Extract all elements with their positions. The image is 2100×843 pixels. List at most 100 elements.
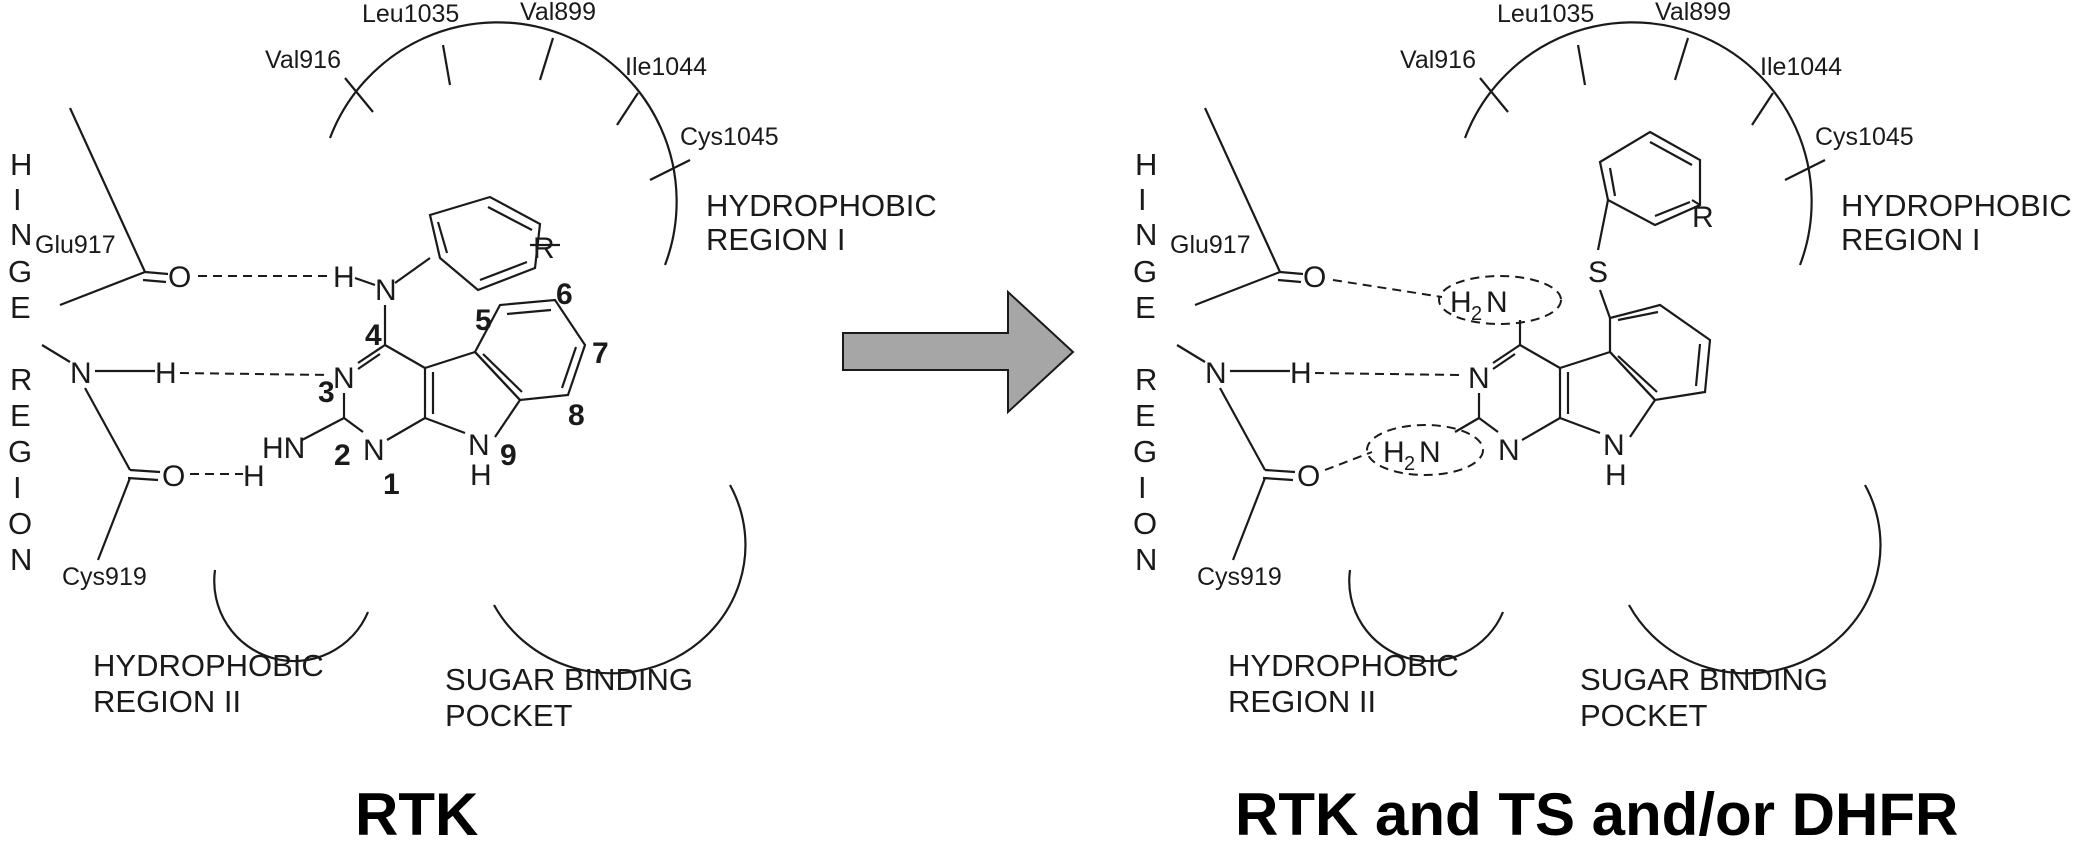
residue-leu1035: Leu1035 bbox=[362, 0, 459, 28]
phenyl-ring bbox=[428, 195, 542, 292]
residue-ile1044: Ile1044 bbox=[1760, 53, 1842, 81]
hinge-letter: N bbox=[1135, 217, 1157, 252]
atom-h: H bbox=[1605, 459, 1627, 492]
residue-cys1045: Cys1045 bbox=[680, 123, 779, 151]
aromatic-bond bbox=[1654, 200, 1691, 218]
residue-val916: Val916 bbox=[1400, 46, 1476, 74]
carbonyl-bond bbox=[129, 468, 161, 474]
position-number: 6 bbox=[556, 278, 573, 311]
left-sugar-pocket-arc bbox=[493, 484, 747, 675]
hydrogen-bond bbox=[1324, 451, 1373, 471]
carbonyl-bond bbox=[1279, 270, 1304, 276]
glu917-backbone bbox=[68, 107, 147, 273]
atom-h: H bbox=[1290, 357, 1312, 390]
aromatic-bond bbox=[560, 346, 578, 389]
atom-n: N bbox=[333, 362, 355, 395]
right-caption: RTK and TS and/or DHFR bbox=[1235, 781, 1958, 843]
ile1044-tick bbox=[1751, 92, 1774, 126]
hinge-letter: G bbox=[8, 254, 32, 289]
right-hydrophobic-region-2-label: REGION II bbox=[1228, 684, 1376, 719]
right-hydrophobic-region-2-label: HYDROPHOBIC bbox=[1228, 648, 1459, 683]
hinge-letter: I bbox=[1138, 470, 1147, 505]
bond bbox=[386, 417, 426, 441]
atom-h: H bbox=[1383, 436, 1405, 469]
s-bond bbox=[1596, 199, 1610, 251]
atom-s: S bbox=[1588, 256, 1608, 289]
left-panel: H I N G E R E G I O N Val916 Leu1035 Val… bbox=[8, 0, 937, 843]
position-number: 1 bbox=[383, 468, 400, 501]
carbonyl-bond bbox=[1277, 278, 1302, 284]
atom-n: N bbox=[1419, 436, 1441, 469]
right-sugar-pocket-label: SUGAR BINDING bbox=[1580, 662, 1828, 697]
residue-cys1045: Cys1045 bbox=[1815, 123, 1914, 151]
right-hydrophobic-region-1-label: HYDROPHOBIC bbox=[1841, 188, 2072, 223]
hydrogen-bond bbox=[1314, 372, 1461, 376]
transition-arrow bbox=[842, 289, 1075, 415]
hinge-letter: H bbox=[1135, 147, 1157, 182]
nh2-highlight-ellipse bbox=[1366, 424, 1484, 476]
right-hydrophobic-region-1-label: REGION I bbox=[1841, 222, 1981, 257]
atom-o: O bbox=[162, 460, 185, 493]
hinge-letter: N bbox=[10, 217, 32, 252]
r-bond bbox=[1691, 199, 1701, 206]
residue-glu917: Glu917 bbox=[1170, 231, 1251, 259]
substituent-r: R bbox=[533, 232, 555, 265]
leu1035-tick bbox=[441, 44, 452, 86]
atom-n: N bbox=[70, 357, 92, 390]
right-hydrophobic-region-1-arc bbox=[1463, 21, 1813, 266]
hydrogen-bond bbox=[179, 372, 331, 376]
glu917-backbone bbox=[1203, 107, 1282, 273]
bond bbox=[1521, 417, 1561, 441]
bond bbox=[301, 417, 345, 441]
atom-hn: HN bbox=[262, 432, 305, 465]
left-hydrophobic-region-2-label: REGION II bbox=[93, 684, 241, 719]
bond bbox=[1629, 399, 1656, 438]
residue-cys919: Cys919 bbox=[1197, 563, 1282, 591]
hinge-letter: E bbox=[1135, 290, 1156, 325]
hinge-letter: G bbox=[8, 434, 32, 469]
left-hydrophobic-region-2-arc bbox=[213, 569, 370, 663]
aromatic-bond bbox=[1608, 167, 1617, 197]
bond bbox=[384, 344, 426, 369]
left-ligand: R N N HN N H bbox=[262, 195, 609, 501]
right-sugar-pocket-label: POCKET bbox=[1580, 698, 1708, 733]
position-number: 9 bbox=[500, 439, 517, 472]
subscript: 2 bbox=[1471, 303, 1482, 325]
position-number: 7 bbox=[592, 337, 609, 370]
hinge-letter: E bbox=[1135, 398, 1156, 433]
left-hydrophobic-region-2-label: HYDROPHOBIC bbox=[93, 648, 324, 683]
left-hydrophobic-region-1-arc bbox=[328, 21, 678, 266]
left-sugar-pocket-label: SUGAR BINDING bbox=[445, 662, 693, 697]
aromatic-bond bbox=[506, 308, 552, 316]
hinge-letter: R bbox=[10, 362, 32, 397]
atom-n: N bbox=[1468, 362, 1490, 395]
bond bbox=[1492, 344, 1521, 364]
leu1035-tick bbox=[1576, 44, 1587, 86]
residue-glu917: Glu917 bbox=[35, 231, 116, 259]
hinge-backbone bbox=[1176, 344, 1206, 363]
aromatic-bond bbox=[482, 353, 523, 393]
left-hydrophobic-region-1-label: REGION I bbox=[706, 222, 846, 257]
hinge-letter: N bbox=[1135, 542, 1157, 577]
hydrogen-bond bbox=[1332, 279, 1443, 298]
position-number: 8 bbox=[568, 399, 585, 432]
position-number: 5 bbox=[475, 304, 492, 337]
ile1044-tick bbox=[616, 92, 639, 126]
hinge-letter: E bbox=[10, 398, 31, 433]
aromatic-bond bbox=[1617, 310, 1659, 322]
bond bbox=[343, 417, 364, 433]
aromatic-bond bbox=[479, 260, 528, 282]
bond bbox=[1454, 417, 1480, 433]
bond bbox=[357, 344, 386, 364]
s-bond bbox=[1598, 289, 1612, 319]
bond bbox=[1559, 350, 1611, 370]
atom-h: H bbox=[1450, 286, 1472, 319]
hinge-backbone bbox=[84, 387, 131, 471]
aromatic-bond bbox=[1649, 141, 1693, 166]
atom-h: H bbox=[155, 357, 177, 390]
atom-n: N bbox=[1603, 429, 1625, 462]
atom-h: H bbox=[243, 460, 265, 493]
bond bbox=[494, 399, 521, 438]
carbonyl-bond bbox=[127, 476, 159, 482]
